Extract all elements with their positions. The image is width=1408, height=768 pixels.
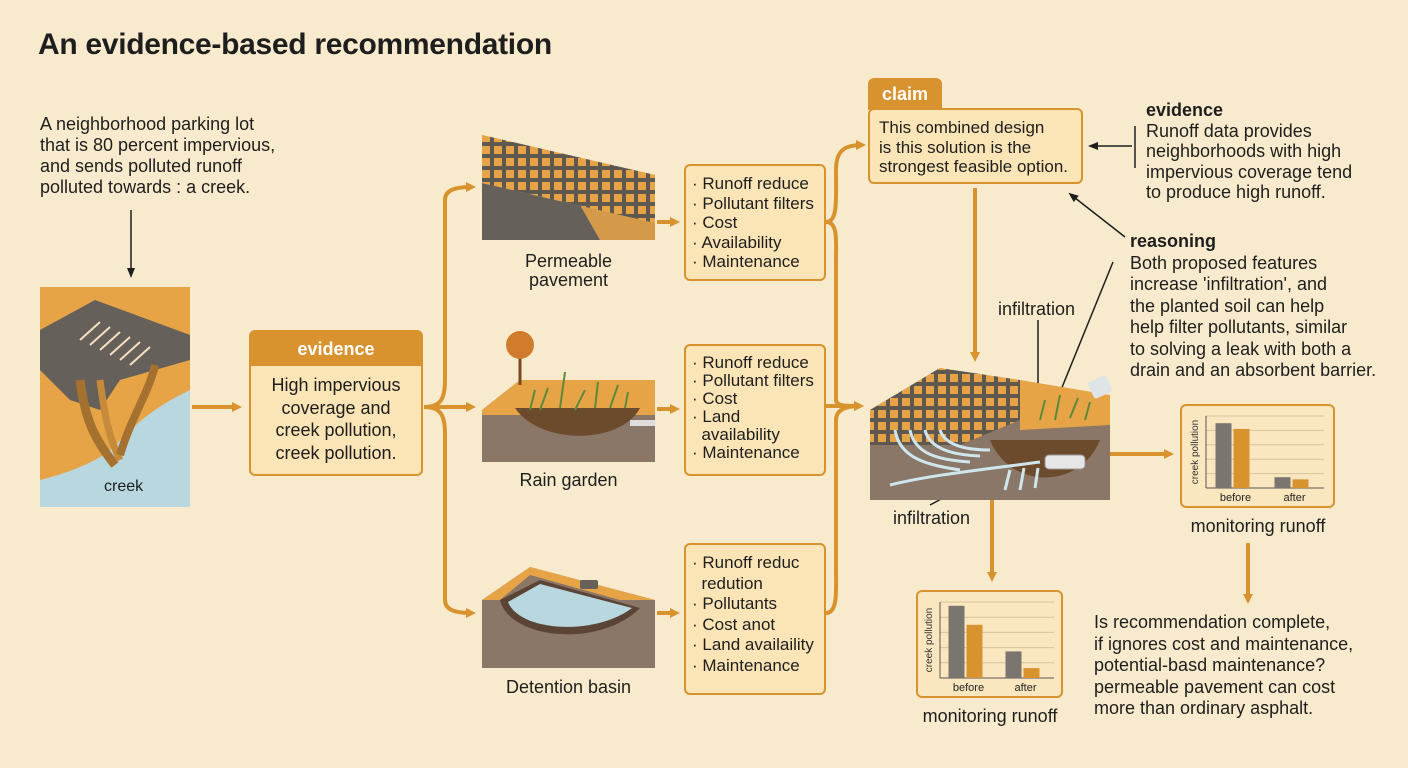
reasoning-line: increase 'infiltration', and	[1130, 274, 1327, 294]
reasoning-line: Both proposed features	[1130, 252, 1318, 273]
question-text: Is recommendation complete, if ignores c…	[1094, 612, 1394, 720]
evidence-note-line: to produce high runoff.	[1146, 182, 1326, 202]
chart-bar	[966, 624, 983, 678]
caption-line: pavement	[528, 270, 609, 290]
criteria-item: · Runoff reduce	[692, 174, 809, 193]
evidence-note-line: neighborhoods with high	[1146, 141, 1342, 161]
question-line: Is recommendation complete,	[1094, 612, 1331, 632]
creek-label: creek	[104, 478, 144, 495]
chart-caption-bottom: monitoring runoff	[922, 706, 1058, 726]
criteria-item: · Cost	[692, 389, 738, 408]
reasoning-note: reasoning Both proposed features increas…	[1130, 231, 1402, 382]
claim-line: strongest feasible option.	[879, 157, 1069, 176]
x-tick-label: after	[1283, 492, 1305, 504]
combined-design-illustration	[870, 368, 1112, 500]
evidence-line: creek pollution,	[275, 420, 397, 440]
question-line: potential-basd maintenance?	[1094, 655, 1326, 675]
intro-line: that is 80 percent impervious,	[40, 135, 276, 155]
evidence-note-line: Runoff data provides	[1146, 120, 1312, 141]
claim-label: claim	[868, 78, 942, 110]
evidence-box-header: evidence	[251, 332, 421, 366]
chart-bar	[948, 605, 965, 678]
chart-bar	[1005, 651, 1022, 678]
reasoning-line: the planted soil can help	[1130, 295, 1325, 316]
claim-box: This combined design is this solution is…	[868, 108, 1083, 184]
evidence-note: evidence Runoff data provides neighborho…	[1146, 100, 1396, 203]
chart-bar	[1274, 477, 1291, 488]
criteria-item: · Runoff reduc	[692, 553, 800, 572]
criteria-item: · Pollutant filters	[692, 193, 814, 213]
criteria-item: · Maintenance	[692, 655, 800, 675]
monitoring-chart-right: creek pollution before after	[1180, 404, 1335, 508]
flow-arrows	[192, 140, 1253, 618]
caption-line: Permeable	[524, 251, 613, 271]
chart-bar	[1233, 428, 1250, 488]
y-axis-label: creek pollution	[1190, 420, 1201, 484]
evidence-box: evidence High impervious coverage and cr…	[249, 330, 423, 476]
criteria-item: · Maintenance	[692, 252, 800, 271]
criteria-item: redution	[692, 573, 763, 593]
chart-bar	[1292, 479, 1309, 488]
criteria-item: · Availability	[692, 232, 782, 252]
chart-caption-right: monitoring runoff	[1190, 516, 1326, 536]
claim-line: is this solution is the	[879, 137, 1032, 157]
criteria-item: · Cost	[692, 213, 738, 232]
y-axis-label: creek pollution	[924, 608, 935, 672]
page-title: An evidence-based recommendation	[38, 28, 552, 61]
reasoning-label: reasoning	[1130, 231, 1217, 251]
detention-basin-illustration	[482, 567, 655, 668]
reasoning-line: to solving a leak with both a	[1130, 338, 1352, 359]
criteria-item: · Land availaility	[692, 635, 814, 654]
infiltration-label-bottom: infiltration	[893, 508, 971, 528]
evidence-line: High impervious	[271, 375, 401, 395]
monitoring-chart-bottom: creek pollution before after	[916, 590, 1063, 698]
question-line: permeable pavement can cost	[1094, 676, 1336, 697]
criteria-item: · Runoff reduce	[692, 353, 809, 372]
option-caption-rain-garden: Rain garden	[519, 470, 618, 490]
intro-line: polluted towards : a creek.	[40, 177, 251, 197]
reasoning-line: help filter pollutants, similar	[1130, 317, 1348, 337]
evidence-line: coverage and	[281, 397, 391, 418]
intro-text: A neighborhood parking lot that is 80 pe…	[40, 114, 340, 198]
rain-garden-illustration	[482, 331, 655, 462]
evidence-note-label: evidence	[1146, 100, 1224, 120]
option-caption-permeable: Permeable pavement	[482, 252, 655, 290]
parking-lot-illustration	[40, 287, 190, 507]
reasoning-line: drain and an absorbent barrier.	[1130, 360, 1377, 380]
chart-plot: creek pollution before after	[1190, 415, 1324, 504]
permeable-pavement-illustration	[482, 135, 655, 240]
criteria-box-permeable: · Runoff reduce · Pollutant filters · Co…	[684, 164, 826, 281]
criteria-item: · Cost anot	[692, 614, 776, 634]
criteria-box-detention-basin: · Runoff reduc redution · Pollutants · C…	[684, 543, 826, 695]
option-caption-detention-basin: Detention basin	[505, 677, 632, 697]
x-tick-label: before	[1220, 492, 1251, 504]
evidence-note-line: impervious coverage tend	[1146, 161, 1353, 182]
criteria-item: · Pollutant filters	[692, 371, 814, 390]
criteria-item: · Land	[692, 407, 741, 426]
intro-line: A neighborhood parking lot	[40, 114, 255, 134]
evidence-line: creek pollution.	[275, 442, 397, 463]
intro-line: and sends polluted runoff	[40, 156, 242, 176]
infiltration-label-top: infiltration	[998, 299, 1076, 319]
criteria-box-rain-garden: · Runoff reduce · Pollutant filters · Co…	[684, 344, 826, 476]
chart-bar	[1023, 668, 1040, 678]
chart-plot: creek pollution before after	[924, 601, 1054, 694]
question-line: more than ordinary asphalt.	[1094, 698, 1314, 718]
criteria-item: availability	[692, 425, 780, 444]
claim-line: This combined design	[879, 118, 1045, 137]
chart-bar	[1215, 423, 1232, 488]
criteria-item: · Maintenance	[692, 443, 800, 462]
question-line: if ignores cost and maintenance,	[1094, 633, 1354, 654]
x-tick-label: before	[953, 682, 984, 694]
x-tick-label: after	[1014, 682, 1036, 694]
criteria-item: · Pollutants	[692, 594, 778, 613]
